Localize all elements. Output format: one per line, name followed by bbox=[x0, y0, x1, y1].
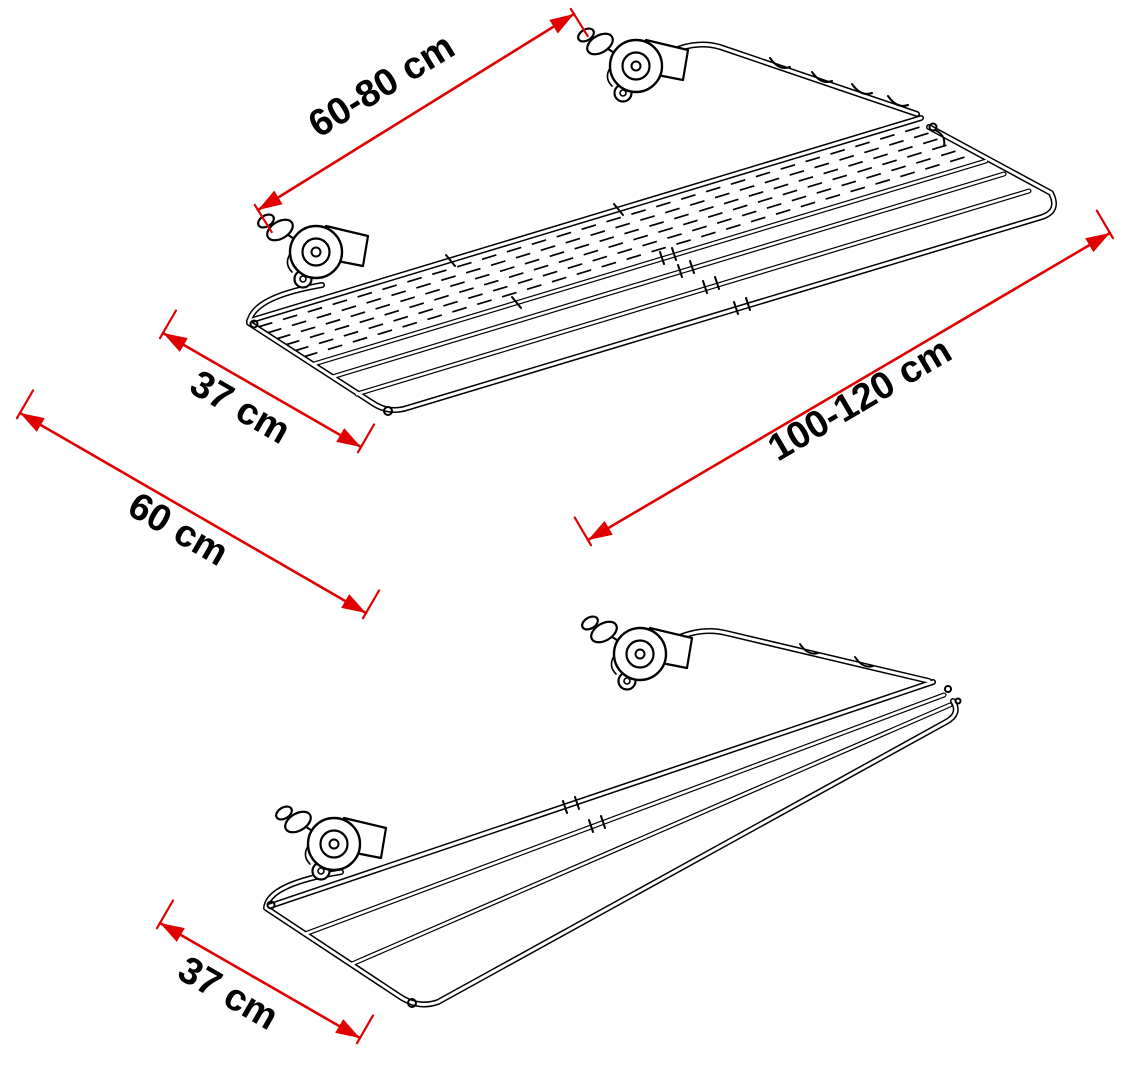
dim-length-ext bbox=[573, 209, 1115, 547]
arrowhead bbox=[163, 333, 188, 352]
mesh-cords bbox=[257, 123, 976, 358]
dim-depth-line bbox=[161, 331, 363, 449]
arrowhead bbox=[1085, 233, 1110, 253]
mesh-cord bbox=[293, 147, 967, 352]
joint-cap bbox=[266, 900, 276, 910]
arrowhead bbox=[258, 190, 283, 210]
top-view bbox=[246, 24, 1054, 416]
corner-cap bbox=[383, 406, 393, 416]
clamp-upper bbox=[574, 24, 690, 103]
clamp-lower bbox=[254, 210, 370, 289]
inner-rails-folded bbox=[302, 692, 953, 967]
arrowhead bbox=[588, 520, 613, 540]
joint-cap bbox=[249, 319, 259, 329]
dim-label-clamp-spacing: 60-80 cm bbox=[301, 25, 462, 146]
joint-cap bbox=[928, 122, 938, 132]
dimension-labels: 60-80 cm 37 cm 60 cm 100-120 cm 37 cm bbox=[121, 25, 959, 1038]
end-cap bbox=[944, 685, 952, 693]
dim-clamp-spacing-line bbox=[256, 12, 576, 212]
hanger-hooks bbox=[769, 57, 909, 107]
arrowhead bbox=[335, 1019, 360, 1038]
dim-clamp-spacing-ext bbox=[253, 7, 589, 234]
top-view-details bbox=[249, 57, 946, 416]
mesh-cord bbox=[284, 141, 958, 346]
dim-depth-folded-line bbox=[158, 921, 362, 1040]
dim-depth-ext bbox=[158, 309, 376, 454]
clamp-lower-folded bbox=[272, 802, 388, 881]
bottom-view bbox=[263, 612, 962, 1008]
telescope-joint-marks bbox=[562, 796, 606, 833]
dimension-arrowheads bbox=[20, 14, 1110, 1038]
rail-highlights bbox=[305, 695, 950, 964]
mesh-cord bbox=[266, 129, 940, 334]
bottom-view-details bbox=[266, 643, 962, 1008]
telescope-joint-marks bbox=[659, 247, 751, 315]
arrowhead bbox=[341, 594, 366, 613]
dim-length-line bbox=[586, 231, 1112, 542]
corner-cap bbox=[407, 998, 417, 1008]
end-cap bbox=[954, 697, 962, 705]
mesh-cord bbox=[257, 123, 931, 328]
dimension-lines bbox=[15, 7, 1115, 1045]
mesh-cord bbox=[302, 153, 976, 358]
arrowhead bbox=[336, 428, 361, 447]
hanger-hooks bbox=[799, 643, 874, 668]
arrowhead bbox=[549, 14, 574, 34]
dim-depth-total-ext bbox=[15, 389, 381, 620]
dim-label-length: 100-120 cm bbox=[761, 330, 959, 470]
clamp-upper-folded bbox=[578, 612, 694, 691]
arrowhead bbox=[160, 923, 185, 942]
cord-hooks bbox=[445, 203, 624, 309]
line-art bbox=[246, 24, 1054, 1008]
mesh-cord bbox=[275, 135, 949, 340]
end-hook bbox=[934, 129, 946, 147]
dim-depth-total-line bbox=[18, 411, 368, 615]
dim-label-depth-total: 60 cm bbox=[121, 484, 235, 574]
arrowhead bbox=[20, 413, 45, 432]
clamp-arm bbox=[664, 628, 932, 684]
clamp-arm bbox=[658, 41, 920, 117]
dim-depth-folded-ext bbox=[155, 899, 375, 1045]
